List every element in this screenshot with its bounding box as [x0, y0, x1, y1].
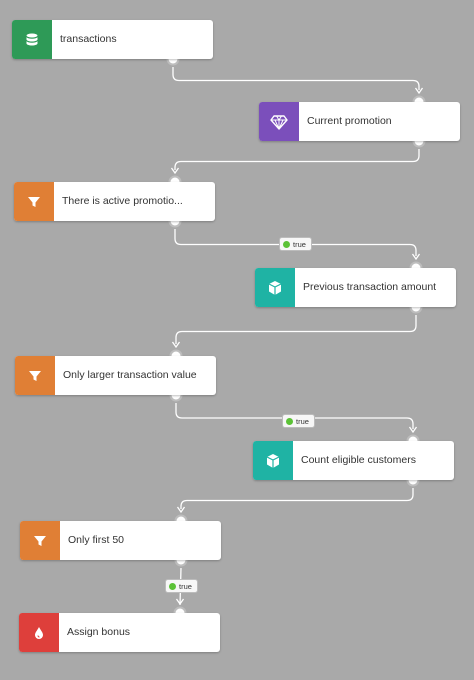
connector-line [175, 315, 417, 344]
true-dot-icon [283, 240, 290, 248]
condition-label: true [293, 239, 306, 249]
diamond-icon [259, 102, 299, 141]
condition-badge[interactable]: true [279, 237, 312, 251]
arrowhead [171, 341, 181, 349]
node-label: Current promotion [307, 115, 392, 128]
arrowhead [414, 87, 424, 95]
connector-line [174, 149, 420, 170]
node-label: transactions [60, 33, 117, 46]
node-transactions[interactable]: transactions [12, 20, 213, 59]
node-current-promotion[interactable]: Current promotion [259, 102, 460, 141]
database-icon [12, 20, 52, 59]
cube-icon [253, 441, 293, 480]
node-active-promotion-filter[interactable]: There is active promotio... [14, 182, 215, 221]
cube-icon [255, 268, 295, 307]
node-label: Previous transaction amount [303, 281, 437, 294]
condition-badge[interactable]: true [165, 579, 198, 593]
true-dot-icon [169, 582, 176, 590]
filter-icon [14, 182, 54, 221]
filter-icon [20, 521, 60, 560]
node-only-first-50-filter[interactable]: Only first 50 [20, 521, 221, 560]
connector-line [172, 67, 420, 90]
node-previous-transaction-amount[interactable]: Previous transaction amount [255, 268, 456, 307]
node-label: Assign bonus [67, 626, 131, 639]
node-label: Only larger transaction value [63, 369, 197, 382]
node-assign-bonus[interactable]: Assign bonus [19, 613, 220, 652]
node-label: There is active promotio... [62, 195, 183, 208]
connector-line [180, 488, 414, 509]
arrowhead [170, 167, 180, 175]
arrowhead [411, 253, 421, 261]
node-label: Only first 50 [68, 534, 125, 547]
filter-icon [15, 356, 55, 395]
node-larger-transaction-filter[interactable]: Only larger transaction value [15, 356, 216, 395]
condition-label: true [296, 416, 309, 426]
condition-badge[interactable]: true [282, 414, 315, 428]
condition-label: true [179, 581, 192, 591]
arrowhead [176, 506, 186, 514]
true-dot-icon [286, 417, 293, 425]
arrowhead [408, 426, 418, 434]
arrowhead [175, 598, 185, 606]
node-label: Count eligible customers [301, 454, 416, 467]
drop-icon [19, 613, 59, 652]
node-count-eligible-customers[interactable]: Count eligible customers [253, 441, 454, 480]
